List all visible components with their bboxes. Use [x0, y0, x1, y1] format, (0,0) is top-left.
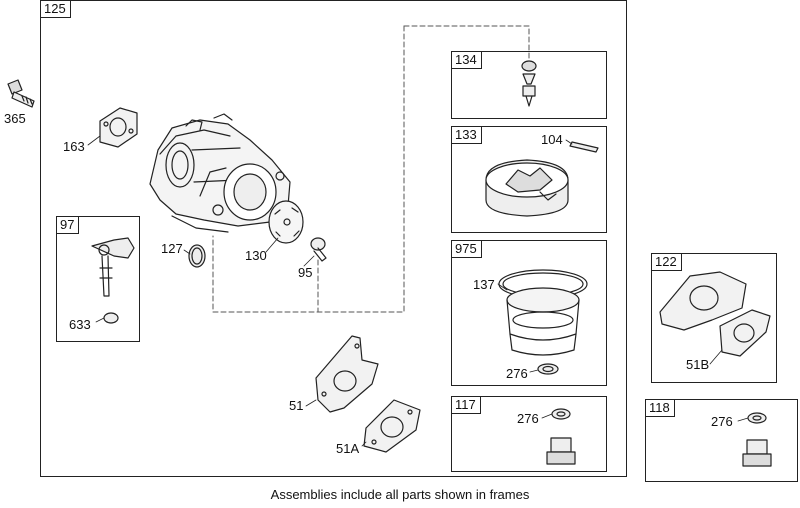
bolt-365-drawing — [7, 79, 35, 108]
gasket-51-drawing — [315, 335, 379, 413]
label-365: 365 — [4, 111, 26, 126]
label-276-drain: 276 — [517, 411, 539, 426]
label-130: 130 — [245, 248, 267, 263]
float-133-drawing — [485, 141, 599, 217]
bowl-975-drawing — [498, 269, 588, 375]
drain-117-drawing — [546, 408, 576, 465]
frame-118-label: 118 — [646, 400, 675, 417]
label-633: 633 — [69, 317, 91, 332]
label-276-kit: 276 — [711, 414, 733, 429]
kit-118-drawing — [742, 412, 772, 467]
frame-133-label: 133 — [452, 127, 482, 144]
leader-lines — [87, 135, 749, 447]
label-104: 104 — [541, 132, 563, 147]
caption: Assemblies include all parts shown in fr… — [270, 487, 530, 502]
gasket-163-drawing — [99, 107, 138, 148]
label-137: 137 — [473, 277, 495, 292]
gasket-51a-drawing — [363, 399, 421, 453]
label-95: 95 — [298, 265, 313, 280]
label-51b: 51B — [686, 357, 710, 372]
label-51a: 51A — [336, 441, 360, 456]
frame-117: 117 — [451, 396, 607, 472]
throttle-plate-130-drawing — [268, 200, 304, 244]
oring-127-drawing — [188, 244, 206, 268]
label-127: 127 — [161, 241, 183, 256]
frame-97-label: 97 — [57, 217, 80, 234]
needle-134-drawing — [521, 60, 537, 107]
label-163: 163 — [63, 139, 85, 154]
frame-125-label: 125 — [41, 1, 71, 18]
carburetor-body-drawing — [149, 113, 291, 233]
screw-95-drawing — [310, 237, 327, 262]
frame-975-label: 975 — [452, 241, 482, 258]
label-51: 51 — [289, 398, 304, 413]
adapter-122-drawing — [659, 271, 771, 357]
frame-134: 134 — [451, 51, 607, 119]
frame-134-label: 134 — [452, 52, 482, 69]
label-276-bowl: 276 — [506, 366, 528, 381]
assembly-outline — [212, 25, 530, 313]
frame-122-label: 122 — [652, 254, 682, 271]
frame-117-label: 117 — [452, 397, 481, 414]
frame-118: 118 — [645, 399, 798, 482]
primer-lever-97-drawing — [91, 237, 135, 324]
